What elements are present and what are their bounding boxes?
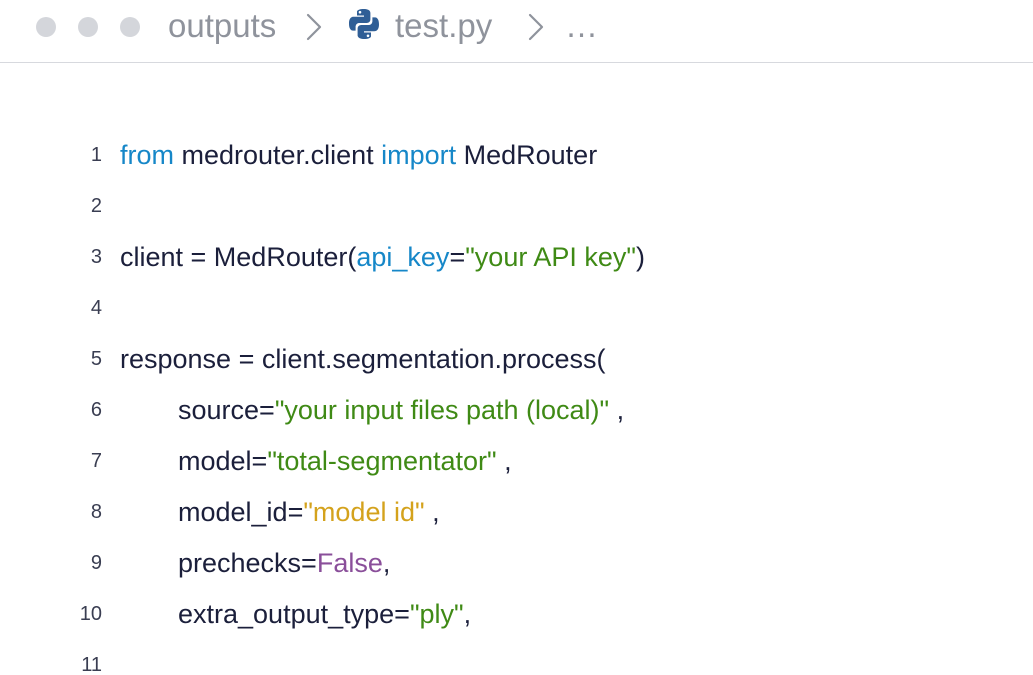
code-line[interactable]: 7 model="total-segmentator" , (0, 436, 1033, 487)
code-token: api_key (356, 242, 450, 272)
breadcrumb-more-button[interactable]: … (565, 7, 599, 44)
line-number: 8 (90, 501, 102, 523)
code-token: , (609, 395, 625, 425)
code-token: response = client.segmentation.process( (120, 344, 606, 374)
line-number: 11 (81, 654, 102, 675)
code-token: extra_output_type= (178, 599, 410, 629)
code-token: prechecks= (178, 548, 317, 578)
code-token: model= (178, 446, 268, 476)
code-token: client = MedRouter( (120, 242, 357, 272)
code-token: , (382, 548, 391, 578)
code-text: from medrouter.client import MedRouter (120, 130, 597, 181)
code-token: "total-segmentator" (267, 446, 497, 476)
code-line[interactable]: 9 prechecks=False, (0, 538, 1033, 589)
chevron-right-icon (306, 13, 322, 41)
python-file-icon (349, 9, 379, 39)
line-number: 7 (90, 450, 102, 472)
code-text: response = client.segmentation.process( (120, 334, 606, 385)
code-token: source= (178, 395, 275, 425)
code-line[interactable]: 8 model_id="model id" , (0, 487, 1033, 538)
code-line[interactable]: 11 (0, 640, 1033, 675)
code-line[interactable]: 1 from medrouter.client import MedRouter (0, 130, 1033, 181)
code-token: , (463, 599, 472, 629)
code-text: prechecks=False, (178, 538, 390, 589)
window-minimize-dot[interactable] (78, 17, 98, 37)
line-number: 1 (90, 144, 102, 166)
code-line[interactable]: 2 (0, 181, 1033, 232)
line-number: 4 (90, 297, 102, 319)
chevron-right-icon (528, 13, 544, 41)
code-token: medrouter.client (174, 140, 382, 170)
code-token: MedRouter (456, 140, 598, 170)
code-text: model="total-segmentator" , (178, 436, 512, 487)
code-token: "your API key" (465, 242, 636, 272)
breadcrumb-file[interactable]: test.py (395, 7, 493, 44)
code-token: ) (635, 242, 645, 272)
code-text: model_id="model id" , (178, 487, 440, 538)
code-token: from (120, 140, 174, 170)
line-number: 9 (90, 552, 102, 574)
code-token: "ply" (409, 599, 464, 629)
code-token: import (381, 140, 457, 170)
code-token: False (316, 548, 383, 578)
code-token: "model id" (303, 497, 425, 527)
code-line[interactable]: 4 (0, 283, 1033, 334)
code-line[interactable]: 3 client = MedRouter(api_key="your API ke… (0, 232, 1033, 283)
line-number: 2 (90, 195, 102, 217)
code-text: source="your input files path (local)" , (178, 385, 624, 436)
code-token: , (424, 497, 440, 527)
window-maximize-dot[interactable] (120, 17, 140, 37)
line-number: 10 (79, 603, 102, 625)
code-line[interactable]: 10 extra_output_type="ply", (0, 589, 1033, 640)
title-bar: outputs test.py … (0, 0, 1033, 63)
code-text: extra_output_type="ply", (178, 589, 471, 640)
code-line[interactable]: 5 response = client.segmentation.process( (0, 334, 1033, 385)
window-close-dot[interactable] (36, 17, 56, 37)
line-number: 6 (90, 399, 102, 421)
code-token: "your input files path (local)" (274, 395, 610, 425)
code-token: = (449, 242, 466, 272)
line-number: 3 (90, 246, 102, 268)
code-line[interactable]: 6 source="your input files path (local)" … (0, 385, 1033, 436)
code-token: , (496, 446, 512, 476)
breadcrumb-folder[interactable]: outputs (168, 7, 277, 44)
code-token: model_id= (178, 497, 304, 527)
line-number: 5 (90, 348, 102, 370)
code-text: client = MedRouter(api_key="your API key… (120, 232, 645, 283)
